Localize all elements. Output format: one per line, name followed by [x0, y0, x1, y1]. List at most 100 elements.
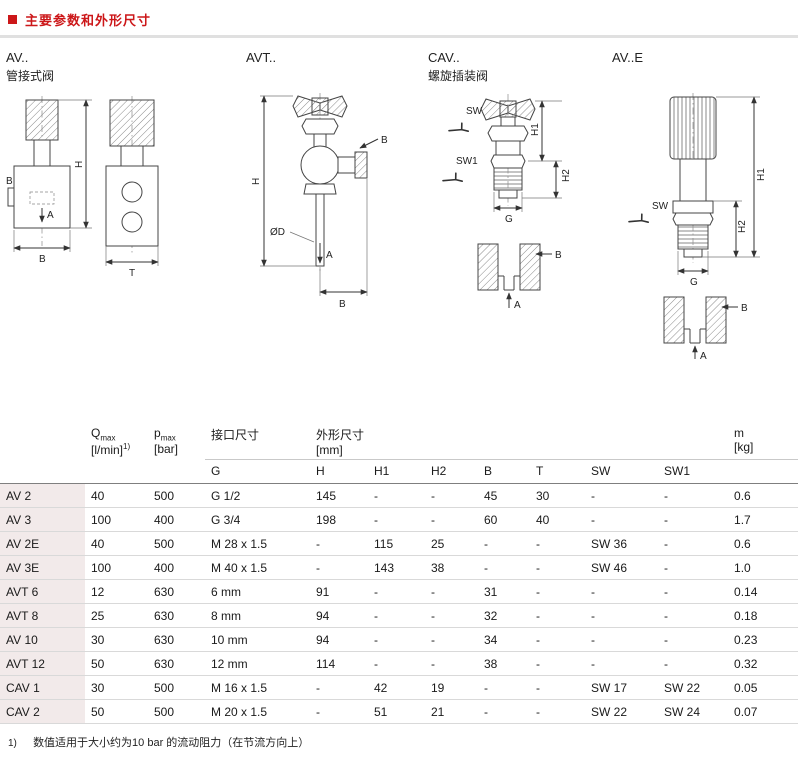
collar	[672, 200, 714, 214]
figure-cav: CAV.. 螺旋插装阀 SW SW1 G	[428, 50, 608, 329]
cell-m: 0.07	[728, 699, 798, 724]
document-header: 主要参数和外形尺寸	[0, 0, 798, 35]
hex-nut	[672, 212, 714, 226]
cell-m: 0.6	[728, 531, 798, 556]
cell-name: CAV 2	[0, 699, 85, 724]
cell-pmax: 500	[148, 675, 205, 700]
port-stub	[7, 187, 15, 207]
cell-b: -	[478, 675, 530, 700]
dim-t-label: T	[129, 268, 135, 279]
cell-m: 0.05	[728, 675, 798, 700]
cell-t: -	[530, 531, 585, 556]
cell-m: 1.0	[728, 555, 798, 580]
pmax-symbol: p	[154, 426, 161, 440]
valve-body	[13, 165, 71, 229]
cell-sw: -	[585, 483, 658, 508]
cell-h2: -	[425, 603, 478, 628]
cell-t: -	[530, 651, 585, 676]
cell-sw1: SW 22	[658, 675, 729, 700]
figure-code: AV..	[6, 50, 29, 65]
hex-nut	[301, 118, 339, 135]
spec-table: Qmax [l/min]1) pmax [bar] 接口尺寸 外形尺寸 [mm]…	[0, 423, 798, 724]
cell-h2: 38	[425, 555, 478, 580]
cell-pmax: 400	[148, 507, 205, 532]
cell-h1: 143	[368, 555, 425, 580]
stem	[33, 139, 51, 167]
sw-label: SW	[466, 106, 483, 117]
cell-pmax: 630	[148, 651, 205, 676]
cell-t: -	[530, 627, 585, 652]
avt-valve-drawing: B ØD A H B	[251, 93, 388, 310]
cav-valve-drawing: SW SW1 G H1 H2	[442, 94, 572, 311]
qmax-subscript: max	[100, 433, 116, 443]
handle-hub	[499, 100, 517, 118]
stem	[313, 133, 327, 148]
cell-sw1: SW 24	[658, 699, 729, 724]
hidden-bore	[29, 191, 55, 205]
cell-b: 38	[478, 651, 530, 676]
cell-sw: -	[585, 579, 658, 604]
cell-h: 94	[310, 603, 368, 628]
tube	[315, 193, 325, 267]
qmax-footnote-marker: 1)	[123, 442, 131, 452]
cell-name: AV 2E	[0, 531, 85, 556]
cell-qmax: 100	[85, 555, 148, 580]
subheader-h1: H1	[374, 464, 390, 478]
header-qmax: Qmax [l/min]1)	[85, 423, 148, 484]
footnote-text: 数值适用于大小约为10 bar 的流动阻力（在节流方向上）	[33, 737, 310, 749]
cell-g: 6 mm	[205, 579, 310, 604]
cell-qmax: 100	[85, 507, 148, 532]
cell-sw: -	[585, 627, 658, 652]
cell-pmax: 500	[148, 483, 205, 508]
cavity-block-left	[477, 243, 499, 291]
cell-sw1: -	[658, 627, 729, 652]
dim-od-label: ØD	[270, 227, 285, 238]
pmax-subscript: max	[160, 433, 176, 443]
lower-nut	[303, 183, 337, 195]
header-divider	[0, 35, 798, 38]
cell-h1: 115	[368, 531, 425, 556]
cell-h1: -	[368, 579, 425, 604]
cavity-b-label: B	[741, 303, 748, 314]
cell-b: -	[478, 699, 530, 724]
cell-t: -	[530, 579, 585, 604]
valve-body	[300, 145, 340, 185]
page-title: 主要参数和外形尺寸	[25, 13, 152, 28]
sw-label: SW	[652, 201, 669, 212]
cavity-block-left	[663, 296, 685, 344]
cell-t: 40	[530, 507, 585, 532]
cell-sw: SW 46	[585, 555, 658, 580]
figure-subtitle	[612, 67, 794, 83]
port-a-label: A	[47, 210, 54, 221]
cell-g: M 40 x 1.5	[205, 555, 310, 580]
port-group-label: 接口尺寸	[211, 428, 260, 442]
cell-h2: 19	[425, 675, 478, 700]
dim-h1-label: H1	[756, 168, 767, 181]
dim-group-label: 外形尺寸	[316, 428, 365, 442]
knurled-knob	[669, 96, 717, 160]
cell-sw1: -	[658, 483, 729, 508]
handle-hub	[311, 97, 329, 116]
spigot	[683, 248, 703, 258]
cell-t: -	[530, 555, 585, 580]
neck	[500, 116, 516, 127]
mass-symbol: m	[734, 426, 745, 440]
cell-h1: -	[368, 603, 425, 628]
title-bullet	[8, 15, 17, 24]
spigot	[498, 189, 518, 199]
cell-g: 8 mm	[205, 603, 310, 628]
header-pmax: pmax [bar]	[148, 423, 205, 484]
ave-valve-drawing: SW H1 H2 G	[628, 93, 767, 362]
cell-pmax: 400	[148, 555, 205, 580]
figure-code: AV..E	[612, 50, 644, 65]
port-fitting	[354, 151, 368, 179]
valve-body	[495, 140, 521, 156]
port-b-label: B	[6, 176, 13, 187]
cell-name: AVT 12	[0, 651, 85, 676]
qmax-unit: [l/min]	[91, 443, 124, 458]
cell-b: 45	[478, 483, 530, 508]
